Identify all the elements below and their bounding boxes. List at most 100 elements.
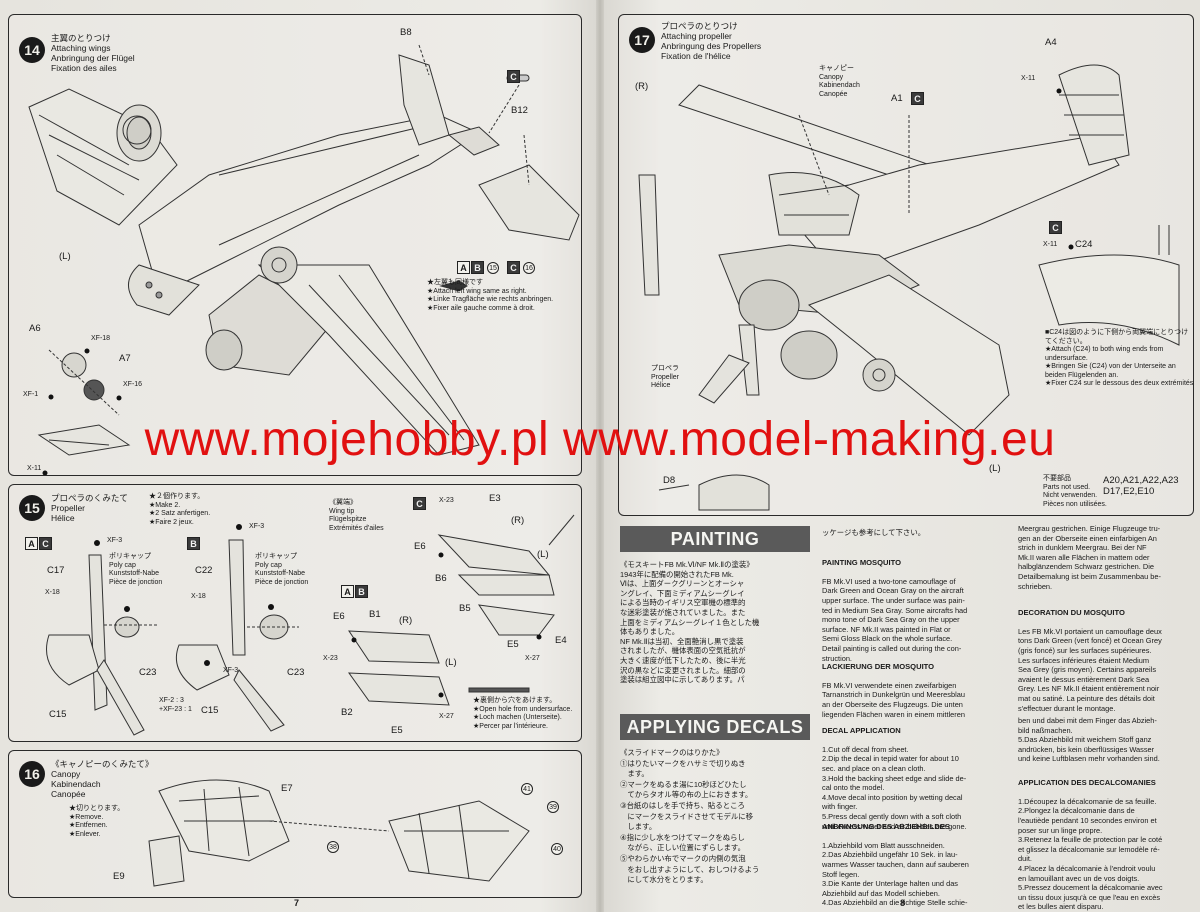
wt-x27: X-27 (525, 655, 540, 662)
paint-tag-b: B (471, 261, 484, 274)
paint-label-xf18: XF-18 (91, 335, 111, 342)
paint-label-x11-b: X-11 (1043, 241, 1058, 248)
watermark-text: www.mojehobby.pl www.model-making.eu (144, 413, 1056, 466)
part-label-c17: C17 (47, 565, 65, 576)
part-label-e9: E9 (113, 871, 125, 882)
paint-code-15: 15 (487, 262, 499, 274)
side-label-left: (L) (59, 251, 71, 262)
paint-tag-a: A (457, 261, 470, 274)
part-label-c22: C22 (195, 565, 213, 576)
wt-l-b: (L) (445, 657, 457, 668)
painting-jp-text: 《モスキートFB Mk.Ⅵ/NF Mk.Ⅱの塗装》 1943年に配備の開始された… (620, 560, 760, 685)
painting-de-cont: Meergrau gestrichen. Einige Flugzeuge tr… (1018, 524, 1161, 591)
paint-label-x11: X-11 (1021, 75, 1036, 82)
decal-39: 39 (547, 801, 559, 813)
wt-b5: B5 (459, 603, 471, 614)
step-15-panel: 15 プロペラのくみたて Propeller Hélice ★２個作ります。 ★… (8, 484, 582, 742)
step-title: 主翼のとりつけ Attaching wings Anbringung der F… (51, 33, 135, 73)
wt-e5-b: E5 (391, 725, 403, 736)
wt-x23: X-23 (439, 497, 454, 504)
page-number-left: 7 (294, 898, 300, 908)
wt-x23-b: X-23 (323, 655, 338, 662)
part-label-d8: D8 (663, 475, 676, 486)
decals-de: ANBRINGUNG DES ABZIEHBILDES 1.Abziehbild… (822, 821, 969, 908)
part-label-b12: B12 (511, 105, 528, 116)
note-make-two: ★２個作ります。 ★Make 2. ★2 Satz anfertigen. ★F… (149, 493, 211, 526)
note-remove: ★切りとります。 ★Remove. ★Entfernen. ★Enlever. (69, 805, 125, 838)
propeller-callout: プロペラ Propeller Hélice (651, 365, 680, 389)
part-label-c15: C15 (49, 709, 67, 720)
unused-parts-list: A20,A21,A22,A23 D17,E2,E10 (1103, 475, 1179, 497)
side-label-left: (L) (989, 463, 1001, 474)
painting-de: LACKIERUNG DER MOSQUITO FB Mk.VI verwend… (822, 661, 965, 719)
paint-label-x18: X-18 (45, 589, 60, 596)
paint-mix-label: XF-2 : 3 +XF-23 : 1 (159, 697, 192, 713)
step-17-panel: 17 プロペラのとりつけ Attaching propeller Anbring… (618, 14, 1194, 516)
part-label-a6: A6 (29, 323, 41, 334)
wt-b6: B6 (435, 573, 447, 584)
wingtip-title: 《翼端》 Wing tip Flügelspitze Extrémités d'… (329, 499, 384, 532)
paint-label-xf3: XF-3 (107, 537, 123, 544)
wt-r: (R) (511, 515, 525, 526)
part-tag-a: A (25, 537, 38, 550)
paint-tag-c2: C (507, 261, 520, 274)
polycap-label-1: ポリキャップ Poly cap Kunststoff-Nabe Pièce de… (109, 553, 163, 586)
note-c24: ■C24は図のように下側から両翼端にとりつけてください。 ★Attach (C2… (1045, 329, 1194, 387)
step-number: 15 (19, 495, 45, 521)
painting-fr: DECORATION DU MOSQUITO Les FB Mk.VI port… (1018, 607, 1162, 713)
wt-e6-b: E6 (333, 611, 345, 622)
wt-r-b: (R) (399, 615, 413, 626)
painting-jp-cont: ッケージも参考にして下さい。 (822, 528, 926, 537)
part-label-b8: B8 (400, 27, 412, 38)
paint-label-xf1: XF-1 (23, 391, 39, 398)
part-label-a4: A4 (1045, 37, 1057, 48)
painting-header: PAINTING (620, 526, 810, 552)
decal-40: 40 (551, 843, 563, 855)
wt-x27-b: X-27 (439, 713, 454, 720)
page-gutter (596, 0, 604, 912)
propeller-assembly-drawing (46, 514, 575, 736)
wing-assembly-drawing (28, 44, 580, 475)
decal-41: 41 (521, 783, 533, 795)
part-label-e7: E7 (281, 783, 293, 794)
step-number: 17 (629, 27, 655, 53)
part-tag-c: C (507, 70, 520, 83)
wt-e3: E3 (489, 493, 501, 504)
paint-label-x11: X-11 (27, 465, 42, 472)
note-open-hole: ★裏側から穴をあけます。 ★Open hole from undersurfac… (473, 697, 573, 730)
wt-e6: E6 (414, 541, 426, 552)
decals-jp-text: 《スライドマークのはりかた》 ①はりたいマークをハサミで切りぬき ます。 ②マー… (620, 748, 760, 885)
step-title: 《キャノピーのくみたて》 Canopy Kabinendach Canopée (51, 759, 154, 799)
painting-en: PAINTING MOSQUITO FB Mk.VI used a two-to… (822, 557, 968, 663)
part-label-c23-b: C23 (287, 667, 305, 678)
part-tag-c: C (39, 537, 52, 550)
paint-code-16: 16 (523, 262, 535, 274)
step-14-panel: 14 主翼のとりつけ Attaching wings Anbringung de… (8, 14, 582, 476)
part-label-c23: C23 (139, 667, 157, 678)
wt-e5: E5 (507, 639, 519, 650)
wingtip-tag-a: A (341, 585, 354, 598)
paint-label-xf16: XF-16 (123, 381, 143, 388)
step-number: 14 (19, 37, 45, 63)
unused-parts-note: 不要部品 Parts not used. Nicht verwenden. Pi… (1043, 475, 1107, 508)
paint-label-x18-b: X-18 (191, 593, 206, 600)
wingtip-tag-c: C (413, 497, 426, 510)
wt-b2: B2 (341, 707, 353, 718)
polycap-label-2: ポリキャップ Poly cap Kunststoff-Nabe Pièce de… (255, 553, 309, 586)
part-tag-c: C (911, 92, 924, 105)
wingtip-tag-b: B (355, 585, 368, 598)
decals-header: APPLYING DECALS (620, 714, 810, 740)
part-label-a1: A1 (891, 93, 903, 104)
side-label-right: (R) (635, 81, 649, 92)
step-number: 16 (19, 761, 45, 787)
wt-b1: B1 (369, 609, 381, 620)
part-label-c24: C24 (1075, 239, 1093, 250)
decals-fr: APPLICATION DES DECALCOMANIES 1.Découpez… (1018, 777, 1163, 912)
step-title: プロペラのとりつけ Attaching propeller Anbringung… (661, 21, 762, 61)
step-16-panel: 16 《キャノピーのくみたて》 Canopy Kabinendach Canop… (8, 750, 582, 898)
step-title: プロペラのくみたて Propeller Hélice (51, 493, 128, 523)
note-left-wing: ★左翼も同様です ★Attach left wing same as right… (427, 279, 554, 312)
part-tag-c2: C (1049, 221, 1062, 234)
page-number-right: 8 (900, 898, 906, 908)
